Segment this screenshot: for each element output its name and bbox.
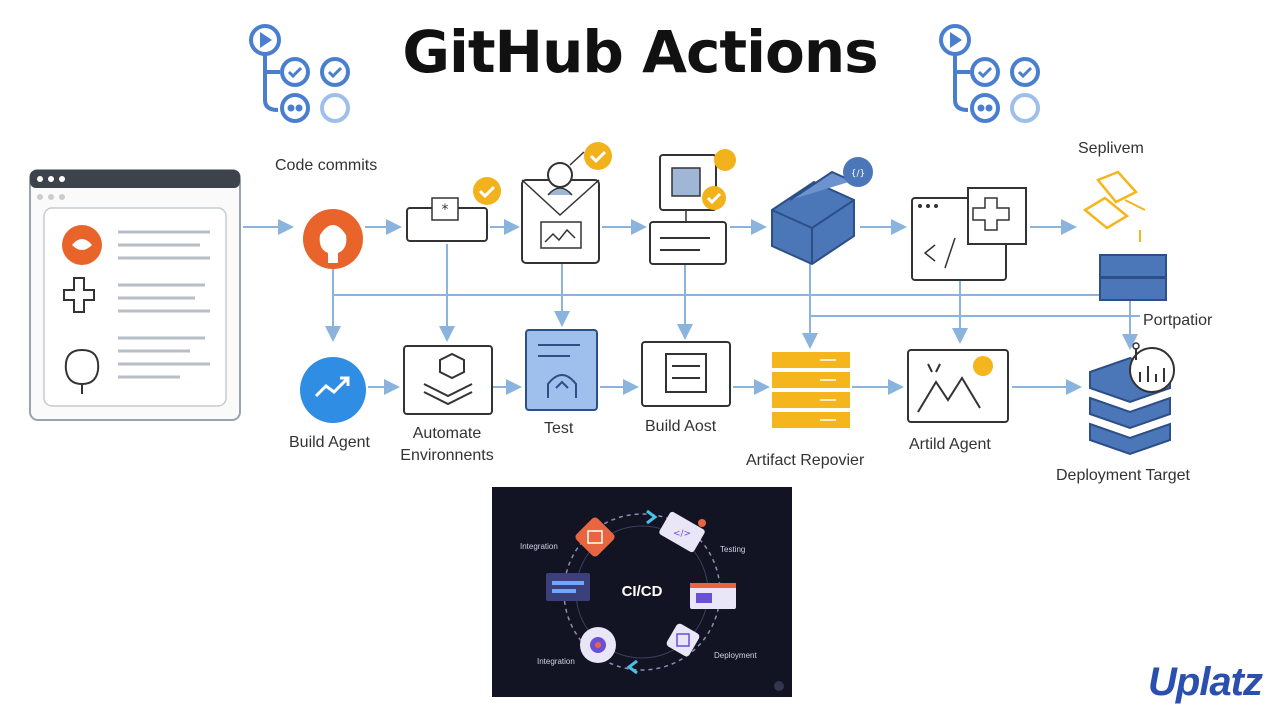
svg-text:</>: </> <box>673 529 691 539</box>
svg-text:{/}: {/} <box>851 169 865 179</box>
label-automate: Automate <box>412 425 482 442</box>
label-portpatior: Portpatior <box>1143 312 1213 329</box>
actions-logo-left-icon <box>249 24 350 123</box>
github-icon <box>303 209 363 269</box>
cicd-center-label: CI/CD <box>621 583 663 600</box>
automate-environments-icon <box>403 345 493 415</box>
server-stack-icon: {/} <box>771 157 873 266</box>
label-deployment-target: Deployment Target <box>1056 467 1190 484</box>
cicd-dashboard-node-icon <box>690 583 736 609</box>
cicd-deployment-node-icon <box>666 623 700 657</box>
label-build-agent: Build Agent <box>289 434 370 451</box>
top-flow-arrows <box>243 219 1140 395</box>
svg-text:*: * <box>442 202 449 218</box>
cicd-label-integration-bottom: Integration <box>537 657 575 666</box>
cicd-integration-node-icon <box>575 517 615 557</box>
test-icon <box>525 329 598 411</box>
label-code-commits: Code commits <box>275 157 378 174</box>
portpatior-server-icon <box>1099 254 1167 301</box>
label-test: Test <box>544 420 574 437</box>
actions-logo-right-icon <box>939 24 1040 123</box>
cicd-integration-bottom-node-icon <box>580 627 616 663</box>
deployment-target-icon <box>1089 342 1175 456</box>
cicd-server-node-icon <box>546 573 590 601</box>
build-host-icon <box>641 341 731 407</box>
build-agent-icon <box>300 357 366 423</box>
label-build-aost: Build Aost <box>645 418 717 435</box>
label-artild-agent: Artild Agent <box>909 436 991 453</box>
uplatz-logo: Uplatz <box>1148 660 1263 704</box>
browser-window-icon <box>29 169 241 421</box>
label-artifact-repovier: Artifact Repovier <box>746 452 865 469</box>
cicd-testing-node-icon: </> <box>659 511 706 553</box>
label-environnents: Environnents <box>400 447 494 464</box>
cicd-panel: </> Integration Testing CI/CD Deployment… <box>492 487 792 697</box>
review-box-icon <box>521 142 612 264</box>
label-seplivem: Seplivem <box>1078 140 1144 157</box>
deploy-cubes-icon <box>1082 170 1146 242</box>
cicd-label-testing: Testing <box>720 545 746 554</box>
artifact-repository-icon <box>772 352 850 428</box>
cicd-label-deployment: Deployment <box>714 651 757 660</box>
cicd-cycle-graphic: </> <box>546 509 784 691</box>
cicd-label-integration-top: Integration <box>520 542 558 551</box>
page-title: GitHub Actions <box>402 18 878 86</box>
build-config-icon <box>649 149 736 265</box>
commit-box-icon: * <box>406 177 501 242</box>
code-window-icon <box>911 187 1027 281</box>
artild-agent-icon <box>907 349 1009 423</box>
